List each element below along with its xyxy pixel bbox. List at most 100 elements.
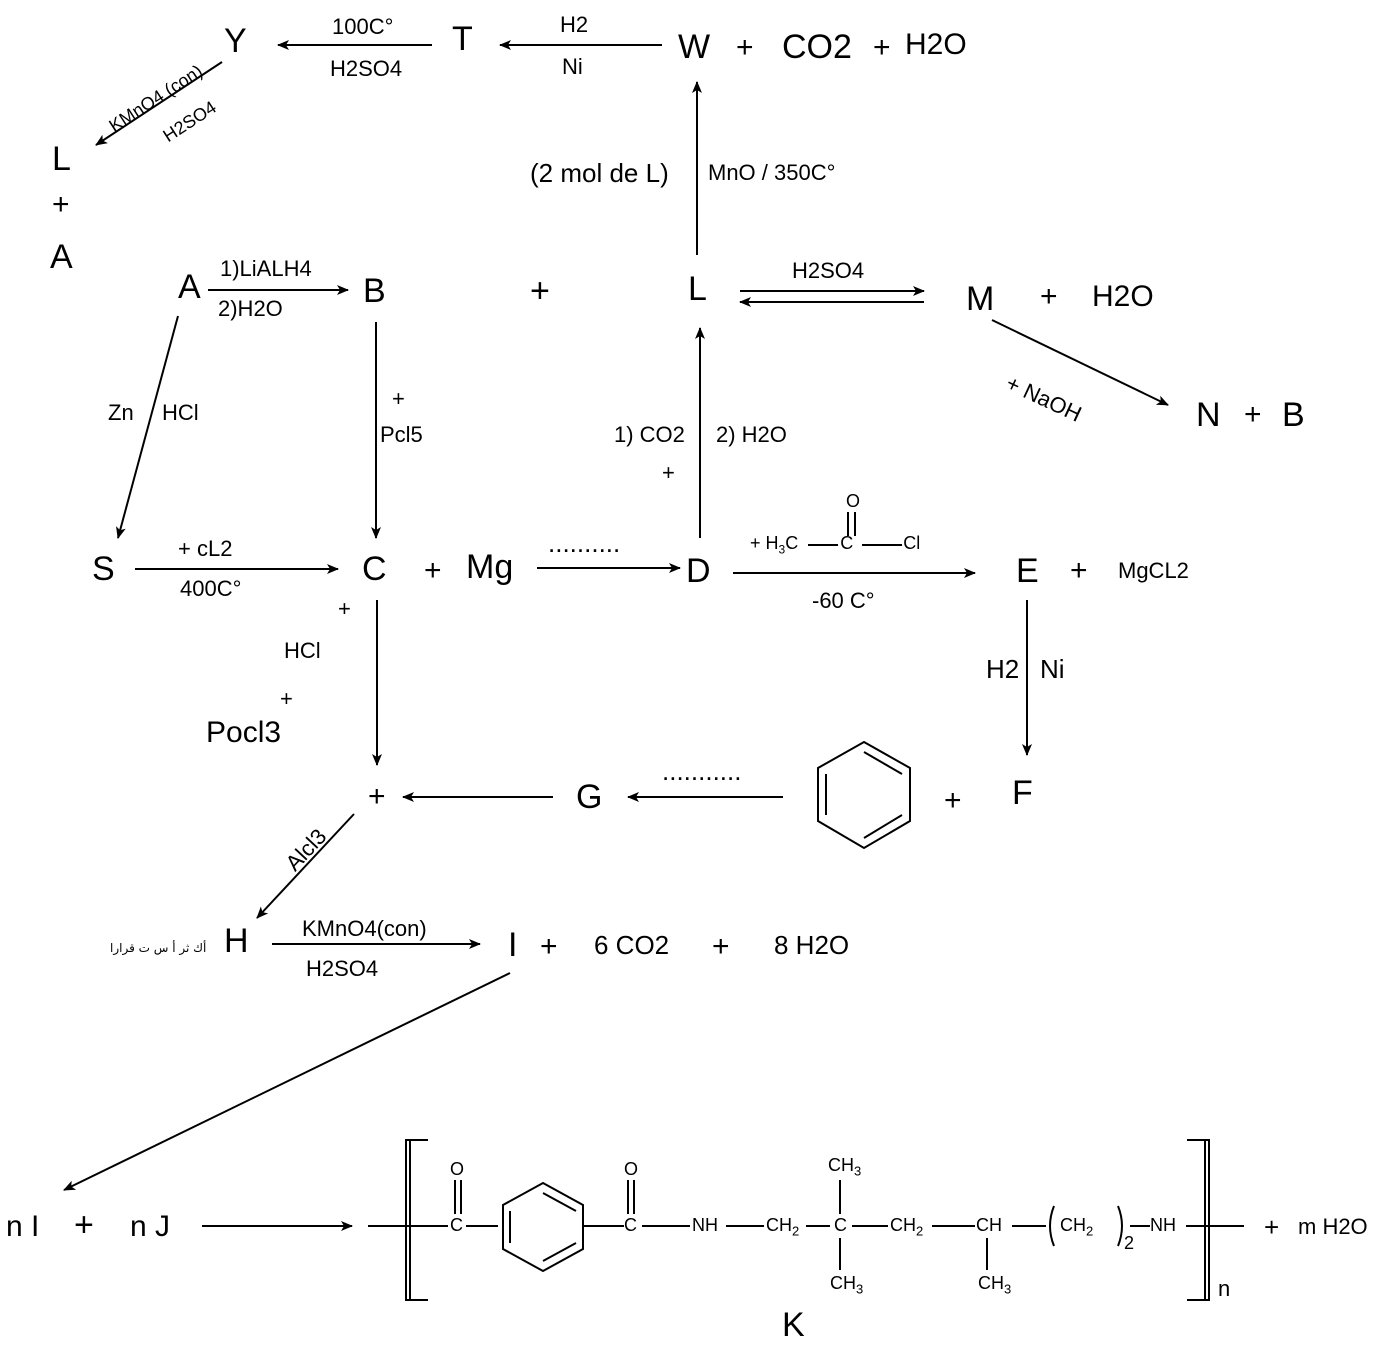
reagent-zn: Zn [108,400,134,425]
reagent-pocl3: Pocl3 [206,716,282,749]
arrow-A-to-S [116,315,179,539]
compound-H: H [224,922,249,960]
compound-Mg: Mg [466,548,514,586]
poly-CH3-top: CH3 [828,1155,862,1179]
reagent-h2so4-Y: H2SO4 [330,56,403,81]
poly-O1: O [450,1159,465,1179]
plus-sign: + [873,31,891,64]
plus-sign: + [540,930,558,963]
reagent-co2-DL: 1) CO2 [614,422,685,447]
poly-C1: C [450,1215,463,1235]
compound-I: I [508,926,518,964]
compound-B: B [363,272,386,310]
compound-E: E [1016,552,1039,590]
poly-sub2: 2 [1124,1233,1135,1253]
note-arabic: أك ثر أ س ت قرارا [110,941,207,955]
compound-A-top: A [50,238,73,276]
poly-CH2n: CH2 [1060,1215,1094,1239]
reagent-ni-T: Ni [562,54,583,79]
plus-sign: + [424,554,442,587]
poly-CH: CH [976,1215,1002,1235]
reagent-minus60: -60 C° [812,588,875,613]
plus-sign: + [1040,280,1058,313]
poly-C2: C [624,1215,637,1235]
reagent-plus-C2: + [280,686,293,711]
poly-CH2a: CH2 [766,1215,800,1239]
plus-sign: + [944,784,962,817]
reagent-hcl-AS: HCl [162,400,199,425]
poly-CH3-bottom1: CH3 [830,1273,864,1297]
reagent-hcl-C: HCl [284,638,321,663]
compound-T: T [452,20,473,58]
reagent-ni-EF: Ni [1040,654,1065,684]
compound-plus-CG: + [368,780,386,813]
polymer-bracket-right [1187,1139,1210,1301]
arrow-I-to-nI [63,972,511,1191]
reagent-plus-DL: + [662,460,675,485]
poly-n: n [1218,1276,1231,1301]
compound-B2: B [1282,396,1305,434]
reagent-h2so4-LM: H2SO4 [792,258,865,283]
compound-L-top: L [52,140,71,178]
arrow-M-to-N [991,319,1169,406]
reagent-lialh4: 1)LiALH4 [220,256,312,281]
benzene-double-1 [863,751,903,775]
compound-L: L [688,270,707,308]
poly-O2: O [624,1159,639,1179]
compound-M: M [966,280,995,318]
reagent-h2-T: H2 [560,12,589,37]
compound-N: N [1196,396,1221,434]
compound-A: A [178,268,201,306]
polymer-bracket-left [405,1139,428,1301]
plus-sign: + [1244,398,1262,431]
coproduct-6co2: 6 CO2 [594,930,670,960]
reagent-dots-benzene: ........... [662,756,742,786]
compound-D: D [686,552,711,590]
plus-sign: + [712,930,730,963]
poly-CH3-bottom2: CH3 [978,1273,1012,1297]
reagent-mno: MnO / 350C° [708,160,836,185]
coproduct-mh2o: m H2O [1298,1214,1368,1239]
reagent-pcl5: Pcl5 [380,422,423,447]
benzene-double-2 [863,814,903,839]
reagent-cl2: + cL2 [178,536,233,561]
coproduct-h2o-M: H2O [1092,280,1154,313]
monomer-nI: n I [6,1210,40,1243]
poly-CH2b: CH2 [890,1215,924,1239]
plus-sign: + [736,31,754,64]
coproduct-h2o: H2O [905,28,967,61]
reagent-h2o-DL: 2) H2O [716,422,787,447]
compound-G: G [576,778,603,816]
monomer-nJ: n J [130,1210,171,1243]
reagent-plus-C1: + [338,596,351,621]
arrow-Y-to-L [95,61,223,146]
plus-sign: + [74,1206,94,1244]
coproduct-8h2o: 8 H2O [774,930,850,960]
plus-sign: + [52,188,70,221]
polymer-benzene-ring [502,1181,584,1273]
reagent-h2o-AB: 2)H2O [218,296,283,321]
reagent-kmno4-HI: KMnO4(con) [302,916,427,941]
plus-sign: + [1264,1212,1280,1242]
reagent-2mol-L: (2 mol de L) [530,158,669,188]
reagent-400: 400C° [180,576,242,601]
reagent-temp-100: 100C° [332,14,394,39]
reagent-dots-CD: .......... [548,528,621,558]
compound-Y: Y [224,22,247,60]
poly-NH1: NH [692,1215,718,1235]
compound-W: W [678,28,711,66]
plus-sign: + [1070,554,1088,587]
reagent-h2-EF: H2 [986,654,1020,684]
coproduct-mgcl2: MgCL2 [1118,558,1189,583]
poly-NH2: NH [1150,1215,1176,1235]
reagent-plus-BC: + [392,386,405,411]
coproduct-co2: CO2 [782,28,852,66]
acetyl-oxygen: O [846,491,861,511]
benzene-ring [817,740,911,850]
compound-C: C [362,550,387,588]
arrow-plus-to-H [256,813,355,919]
compound-F: F [1012,774,1033,812]
plus-sign: + [530,272,550,310]
